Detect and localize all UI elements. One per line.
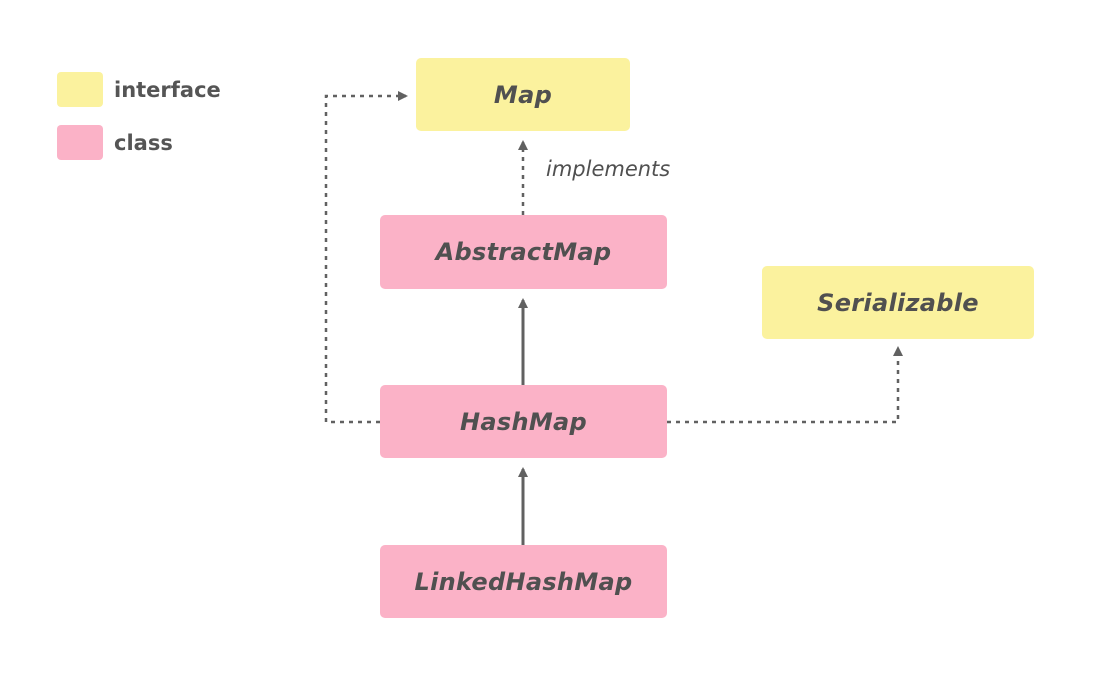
edge-hashmap-to-map xyxy=(324,91,408,424)
legend-interface-label: interface xyxy=(114,78,221,102)
node-abstractmap-label: AbstractMap xyxy=(435,238,612,266)
node-map-label: Map xyxy=(493,80,553,109)
node-hashmap: HashMap xyxy=(380,385,667,458)
node-map: Map xyxy=(416,58,630,131)
legend-class-swatch xyxy=(57,125,103,160)
node-serializable-label: Serializable xyxy=(817,288,979,317)
legend-class-label: class xyxy=(114,131,173,155)
node-serializable: Serializable xyxy=(762,266,1034,339)
node-hashmap-label: HashMap xyxy=(459,407,587,436)
legend-interface-swatch xyxy=(57,72,103,107)
edge-label-implements: implements xyxy=(546,157,671,181)
node-linkedhashmap-label: LinkedHashMap xyxy=(414,567,633,596)
node-abstractmap: AbstractMap xyxy=(380,215,667,289)
edge-hashmap-to-serializable xyxy=(667,346,903,424)
node-linkedhashmap: LinkedHashMap xyxy=(380,545,667,618)
